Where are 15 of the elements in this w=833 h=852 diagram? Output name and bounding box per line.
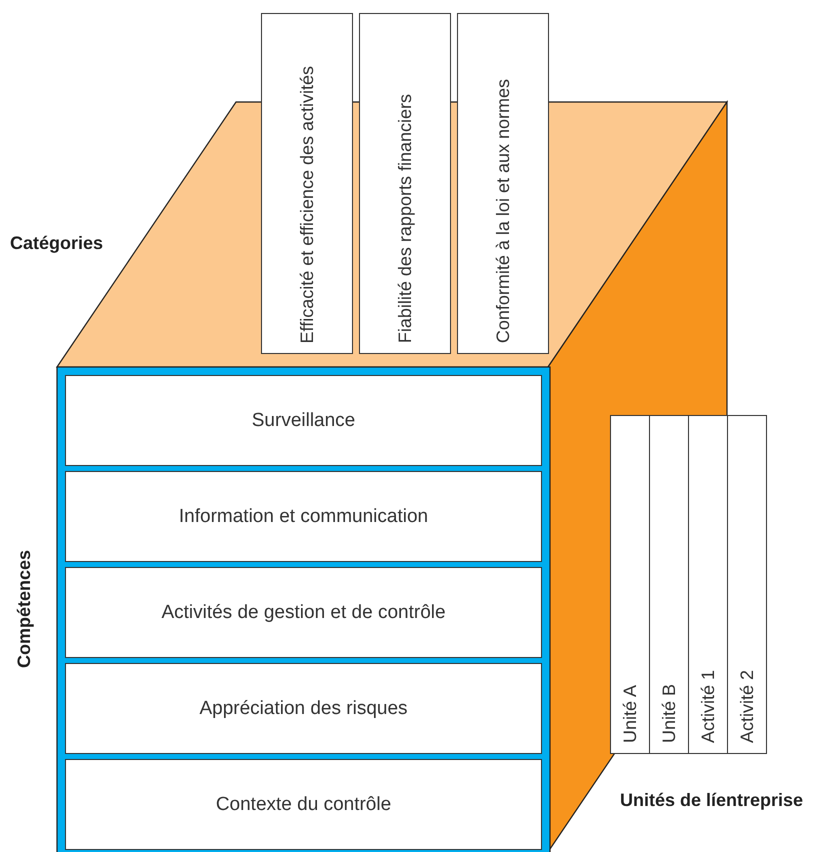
category-column: Unité B bbox=[649, 415, 689, 754]
component-band: Activités de gestion et de contrôle bbox=[65, 567, 542, 658]
component-band: Contexte du contrôle bbox=[65, 759, 542, 850]
category-column: Unité A bbox=[610, 415, 650, 754]
category-column: Activité 1 bbox=[688, 415, 728, 754]
component-band: Information et communication bbox=[65, 471, 542, 562]
category-column: Activité 2 bbox=[727, 415, 767, 754]
axis-label: Catégories bbox=[10, 233, 104, 254]
category-column: Conformité à la loi et aux normes bbox=[457, 13, 549, 354]
category-column: Fiabilité des rapports financiers bbox=[359, 13, 451, 354]
axis-label: Unités de líentreprise bbox=[620, 790, 804, 811]
category-column: Efficacité et efficience des activités bbox=[261, 13, 353, 354]
component-band: Surveillance bbox=[65, 375, 542, 466]
component-band: Appréciation des risques bbox=[65, 663, 542, 754]
axis-label: Compétences bbox=[14, 550, 35, 668]
